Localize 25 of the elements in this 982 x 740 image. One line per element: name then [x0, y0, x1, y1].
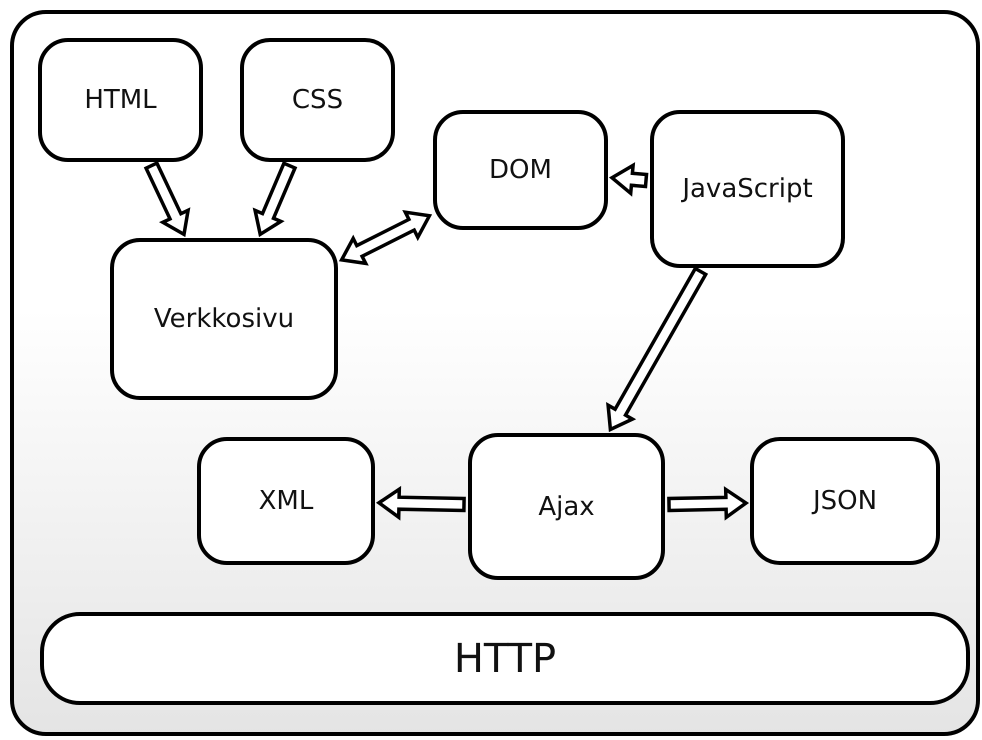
process-box: [240, 38, 395, 162]
hollow-arrow: [252, 161, 298, 238]
node-label: DOM: [489, 155, 552, 185]
node-label: XML: [258, 486, 314, 516]
process-box: [110, 238, 338, 400]
process-box: [38, 38, 203, 162]
process-box: [433, 110, 608, 230]
hollow-arrow: [608, 162, 648, 197]
node-label: Ajax: [538, 492, 595, 522]
frame-panel: [10, 10, 980, 736]
process-box: [750, 437, 940, 565]
process-box: [197, 437, 375, 565]
node-label: HTML: [84, 85, 157, 115]
process-box: [468, 433, 665, 580]
node-label: HTTP: [454, 636, 556, 682]
node-label: JSON: [812, 486, 878, 516]
process-box: [650, 110, 845, 268]
hollow-arrow: [338, 210, 432, 266]
hollow-arrow: [606, 266, 708, 432]
hollow-arrow: [144, 160, 190, 238]
hollow-arrow: [667, 486, 750, 521]
hollow-arrow: [376, 486, 466, 521]
node-label: Verkkosivu: [154, 304, 294, 334]
node-label: CSS: [292, 85, 344, 115]
node-label: JavaScript: [682, 174, 813, 204]
